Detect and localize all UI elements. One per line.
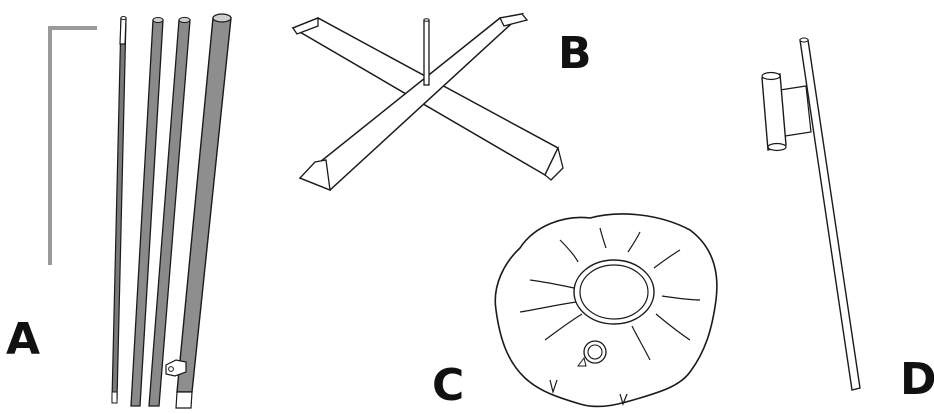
part-label-c: C bbox=[432, 364, 464, 408]
part-label-d: D bbox=[900, 358, 934, 402]
part-label-b: B bbox=[558, 32, 592, 76]
part-label-a: A bbox=[6, 318, 40, 362]
